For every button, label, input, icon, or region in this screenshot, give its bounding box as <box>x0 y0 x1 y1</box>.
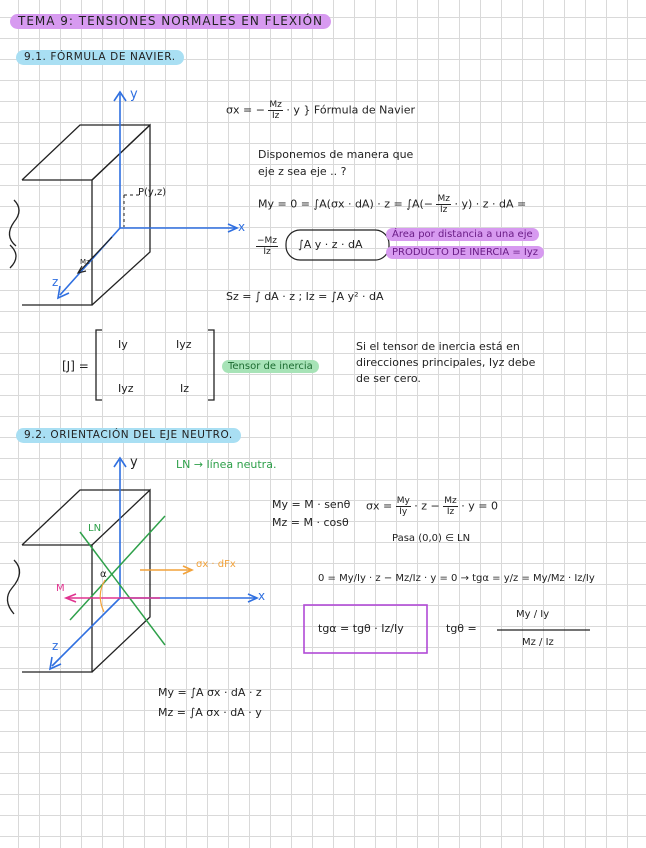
moment-m-label: M <box>56 583 65 594</box>
frac-den: Iz <box>263 247 271 257</box>
page-title: TEMA 9: TENSIONES NORMALES EN FLEXIÓN <box>10 14 332 29</box>
matrix-cell-iyz-top: Iyz <box>176 338 192 351</box>
point-label: P(y,z) <box>138 187 167 198</box>
matrix-cell-iyz-bottom: Iyz <box>118 382 134 395</box>
note-tensor-2: direcciones principales, Iyz debe <box>356 356 536 369</box>
my-definition: My = M · senθ <box>272 498 351 511</box>
mz-definition: Mz = M · cosθ <box>272 516 349 529</box>
frac-den: Iy <box>399 507 408 517</box>
frac-den: Iz <box>440 205 448 215</box>
section-heading-navier: 9.1. FÓRMULA DE NAVIER. <box>16 50 184 65</box>
pass-origin: Pasa (0,0) ∈ LN <box>392 533 471 544</box>
axis-x-label-2: x <box>258 589 266 603</box>
axis-x-label: x <box>238 220 246 234</box>
navier-lhs: σx = − <box>226 103 265 117</box>
axis-y-label-2: y <box>130 455 138 470</box>
alpha-label: α <box>100 569 107 580</box>
frac-den: Iz <box>271 111 280 121</box>
tg-theta-den: Mz / Iz <box>522 637 554 648</box>
frac-num: Mz <box>268 100 283 111</box>
my-eq-a: My = 0 = ∫A(σx · dA) · z = ∫A(− <box>258 197 433 211</box>
sz-iz-equation: Sz = ∫ dA · z ; Iz = ∫A y² · dA <box>226 290 384 303</box>
integral-mz: Mz = ∫A σx · dA · y <box>158 706 262 719</box>
section-heading-neutral-axis: 9.2. ORIENTACIÓN DEL EJE NEUTRO. <box>16 428 241 443</box>
ln-definition: LN → línea neutra. <box>176 458 277 471</box>
frac-num: Mz <box>443 496 458 507</box>
text-axis-question: eje z sea eje .. ? <box>258 165 347 178</box>
note-tensor-3: de ser cero. <box>356 372 421 385</box>
my-eq-b: · y) · z · dA = <box>454 197 527 211</box>
moment-label: Mz <box>80 258 90 266</box>
note-product-inertia: PRODUCTO DE INERCIA = Iyz <box>386 246 545 259</box>
frac-num: My <box>395 496 411 507</box>
integral-my: My = ∫A σx · dA · z <box>158 686 262 699</box>
sigma-mid: · z − <box>414 499 440 513</box>
boxed-integral: ∫A y · z · dA <box>298 238 363 251</box>
frac-den: Iz <box>446 507 455 517</box>
matrix-label: [J] = <box>62 359 89 373</box>
matrix-cell-iz: Iz <box>180 382 190 395</box>
frac-num: Mz <box>436 194 451 205</box>
tg-theta-num: My / Iy <box>516 609 550 620</box>
sigma-tail: · y = 0 <box>461 499 498 513</box>
note-area-distance: Área por distancia a una eje <box>386 228 539 241</box>
tensor-label: Tensor de inercia <box>222 360 319 373</box>
frac-num: −Mz <box>256 236 279 247</box>
note-tensor-1: Si el tensor de inercia está en <box>356 340 520 353</box>
matrix-cell-iy: Iy <box>118 338 128 351</box>
sigma-dfx-label: σx · dFx <box>196 559 236 570</box>
sigma-eq-a: σx = <box>366 499 393 513</box>
ln-label: LN <box>88 523 102 534</box>
text-dispose: Disponemos de manera que <box>258 148 414 161</box>
navier-tail: · y <box>286 103 300 117</box>
boxed-tg-equation: tgα = tgθ · Iz/Iy <box>318 622 404 635</box>
axis-y-label: y <box>130 87 138 102</box>
axis-z-label: z <box>52 275 59 289</box>
axis-z-label-2: z <box>52 639 59 653</box>
navier-label: } Fórmula de Navier <box>303 103 415 117</box>
tg-theta-label: tgθ = <box>446 622 477 635</box>
zero-equation: 0 = My/Iy · z − Mz/Iz · y = 0 → tgα = y/… <box>318 573 595 584</box>
